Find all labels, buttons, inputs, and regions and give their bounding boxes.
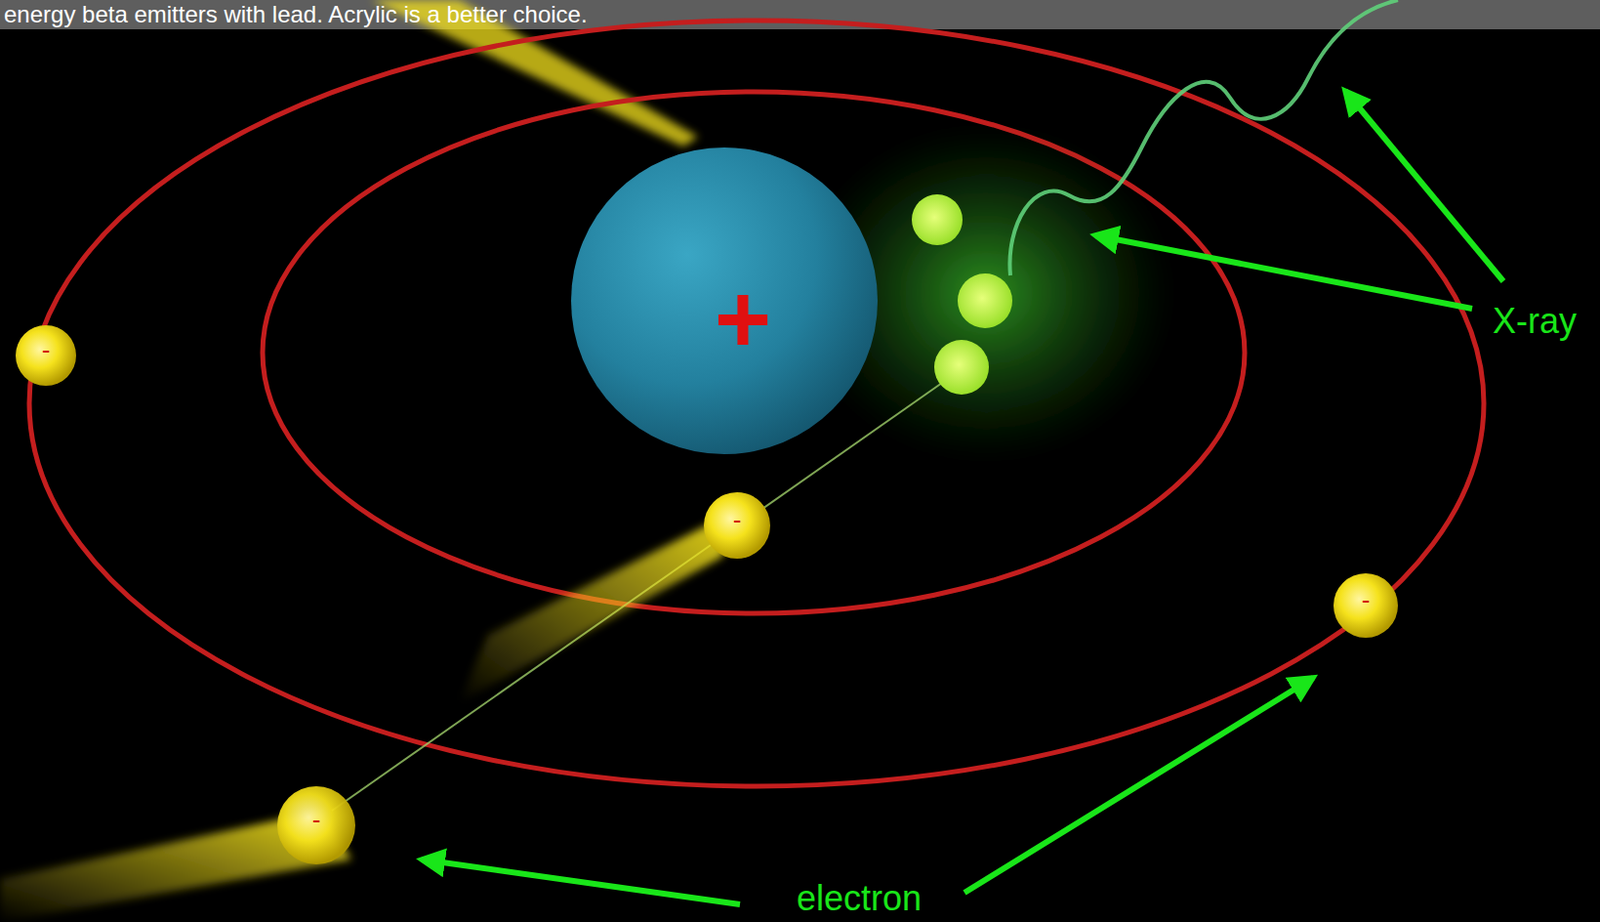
charge-symbol: - (312, 805, 322, 834)
charge-symbol: - (41, 335, 51, 365)
charge-symbol: - (733, 505, 742, 534)
charge-symbol: - (1361, 585, 1371, 615)
caption-text: energy beta emitters with lead. Acrylic … (3, 1, 588, 28)
xray-label: X-ray (1492, 301, 1577, 341)
charge-symbol: + (714, 264, 772, 372)
electron-label: electron (796, 878, 922, 918)
